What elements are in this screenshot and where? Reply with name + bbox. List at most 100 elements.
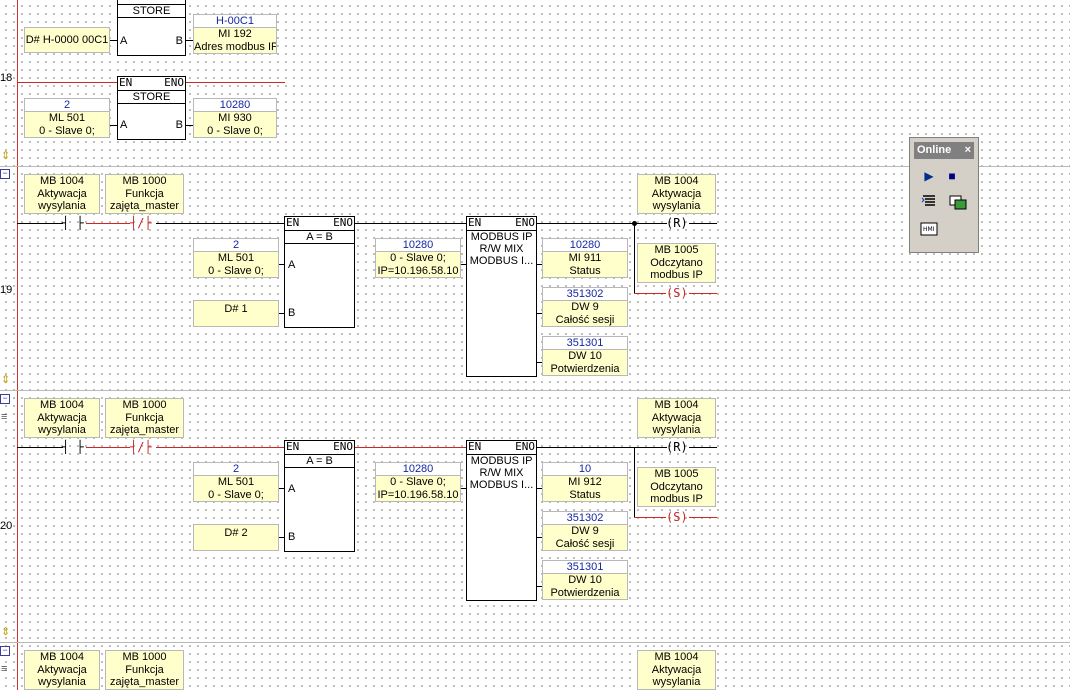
left-power-rail xyxy=(17,0,18,690)
wire xyxy=(279,313,285,314)
hmi-icon[interactable]: HMI xyxy=(919,222,939,242)
comment-icon[interactable]: ≡ xyxy=(1,663,8,675)
online-title-bar[interactable]: Online × xyxy=(914,142,974,159)
collapse-icon[interactable]: − xyxy=(0,169,10,179)
rung-number: 18 xyxy=(0,72,13,84)
wire xyxy=(689,447,717,448)
contact-label-mb1000[interactable]: MB 1000 Funkcja zajęta_master xyxy=(105,174,184,214)
hmi-icon: HMI xyxy=(920,222,938,236)
monitor-list-icon xyxy=(921,195,935,206)
power-wire xyxy=(634,517,666,518)
coil-label-mb1004[interactable]: MB 1004 Aktywacja wysylania xyxy=(637,174,716,214)
power-wire xyxy=(634,293,666,294)
wire xyxy=(537,313,542,314)
session-var[interactable]: 351302 DW 9 Całość sesji xyxy=(542,511,628,551)
wire xyxy=(186,125,194,126)
rung-number: 20 xyxy=(0,520,13,532)
wire xyxy=(17,447,63,448)
wire xyxy=(634,223,635,293)
coil-label-mb1004[interactable]: MB 1004 Aktywacja wysylania xyxy=(637,398,716,438)
comment-icon[interactable]: ≡ xyxy=(1,411,8,423)
wire xyxy=(110,40,118,41)
compare-input-b[interactable]: D# 2 xyxy=(193,524,279,551)
coil-label-mb1004[interactable]: MB 1004 Aktywacja wysylania xyxy=(637,650,716,690)
contact-label-mb1004[interactable]: MB 1004 Aktywacja wysylania xyxy=(24,650,100,690)
compare-input-a[interactable]: 2 ML 501 0 - Slave 0; xyxy=(193,462,279,502)
power-wire xyxy=(86,447,130,448)
wire xyxy=(537,223,667,224)
wire xyxy=(537,537,542,538)
wire xyxy=(279,264,285,265)
power-wire xyxy=(355,447,467,448)
status-var[interactable]: 10280 MI 911 Status xyxy=(542,238,628,278)
coil-label-mb1005[interactable]: MB 1005 Odczytano modbus IP xyxy=(637,243,716,283)
set-coil[interactable]: (S) xyxy=(666,510,688,524)
confirm-var[interactable]: 351301 DW 10 Potwierdzenia xyxy=(542,560,628,600)
monitor-list-icon[interactable] xyxy=(919,194,939,214)
power-wire xyxy=(689,517,717,518)
input-var[interactable]: 2 ML 501 0 - Slave 0; xyxy=(24,98,110,138)
reset-coil[interactable]: (R) xyxy=(666,216,688,230)
status-var[interactable]: 10 MI 912 Status xyxy=(542,462,628,502)
modbus-block[interactable]: EN ENO MODBUS IP R/W MIX MODBUS I... xyxy=(466,440,537,601)
power-wire xyxy=(689,293,717,294)
rung-arrow-icon[interactable]: ⇕ xyxy=(1,374,11,386)
coil-label-mb1005[interactable]: MB 1005 Odczytano modbus IP xyxy=(637,467,716,507)
collapse-icon[interactable]: − xyxy=(0,646,10,656)
modbus-block[interactable]: EN ENO MODBUS IP R/W MIX MODBUS I... xyxy=(466,216,537,377)
plc-monitor-icon[interactable] xyxy=(948,194,968,214)
compare-block[interactable]: EN ENO A = B A B xyxy=(284,440,355,552)
compare-block[interactable]: EN ENO A = B A B xyxy=(284,216,355,328)
no-contact[interactable]: ┤ ├ xyxy=(62,216,84,230)
const-input[interactable]: D# H-0000 00C1 xyxy=(24,27,110,53)
wire xyxy=(689,223,717,224)
reset-coil[interactable]: (R) xyxy=(666,440,688,454)
rung-arrow-icon[interactable]: ⇕ xyxy=(1,150,11,162)
contact-label-mb1004[interactable]: MB 1004 Aktywacja wysylania xyxy=(24,174,100,214)
contact-label-mb1000[interactable]: MB 1000 Funkcja zajęta_master xyxy=(105,398,184,438)
ip-var[interactable]: 10280 0 - Slave 0; IP=10.196.58.10 xyxy=(375,462,461,502)
nc-contact[interactable]: ┤/├ xyxy=(130,440,152,454)
output-var[interactable]: 10280 MI 930 0 - Slave 0; xyxy=(193,98,277,138)
wire xyxy=(537,362,542,363)
rung-number: 19 xyxy=(0,284,13,296)
wire xyxy=(17,223,63,224)
svg-text:HMI: HMI xyxy=(923,226,935,233)
wire xyxy=(355,223,467,224)
store-block[interactable]: EN ENO STORE A B xyxy=(117,0,186,56)
collapse-icon[interactable]: − xyxy=(0,394,10,404)
compare-input-a[interactable]: 2 ML 501 0 - Slave 0; xyxy=(193,238,279,278)
confirm-var[interactable]: 351301 DW 10 Potwierdzenia xyxy=(542,336,628,376)
plc-monitor-icon xyxy=(949,195,967,210)
network-separator xyxy=(0,166,1070,167)
wire xyxy=(279,537,285,538)
block-title: A = B xyxy=(285,230,354,244)
power-wire xyxy=(156,447,285,448)
session-var[interactable]: 351302 DW 9 Całość sesji xyxy=(542,287,628,327)
wire xyxy=(279,488,285,489)
contact-label-mb1000[interactable]: MB 1000 Funkcja zajęta_master xyxy=(105,650,184,690)
stop-button[interactable]: ■ xyxy=(948,169,956,183)
contact-label-mb1004[interactable]: MB 1004 Aktywacja wysylania xyxy=(24,398,100,438)
set-coil[interactable]: (S) xyxy=(666,286,688,300)
no-contact[interactable]: ┤ ├ xyxy=(62,440,84,454)
close-icon[interactable]: × xyxy=(964,144,971,156)
network-separator xyxy=(0,390,1070,391)
power-wire xyxy=(86,223,130,224)
nc-contact[interactable]: ┤/├ xyxy=(130,216,152,230)
ip-var[interactable]: 10280 0 - Slave 0; IP=10.196.58.10 xyxy=(375,238,461,278)
compare-input-b[interactable]: D# 1 xyxy=(193,300,279,327)
wire xyxy=(537,264,542,265)
output-var[interactable]: H-00C1 MI 192 Adres modbus IP xyxy=(193,14,277,54)
wire xyxy=(110,125,118,126)
block-title: STORE xyxy=(118,90,185,104)
block-title: STORE xyxy=(118,4,185,18)
wire xyxy=(537,586,542,587)
wire xyxy=(461,264,467,265)
online-toolbar[interactable]: Online × ▶ ■ HMI xyxy=(909,137,979,253)
wire xyxy=(156,223,285,224)
store-block[interactable]: EN ENO STORE A B xyxy=(117,76,186,140)
rung-arrow-icon[interactable]: ⇕ xyxy=(1,626,11,638)
play-button[interactable]: ▶ xyxy=(924,169,934,183)
